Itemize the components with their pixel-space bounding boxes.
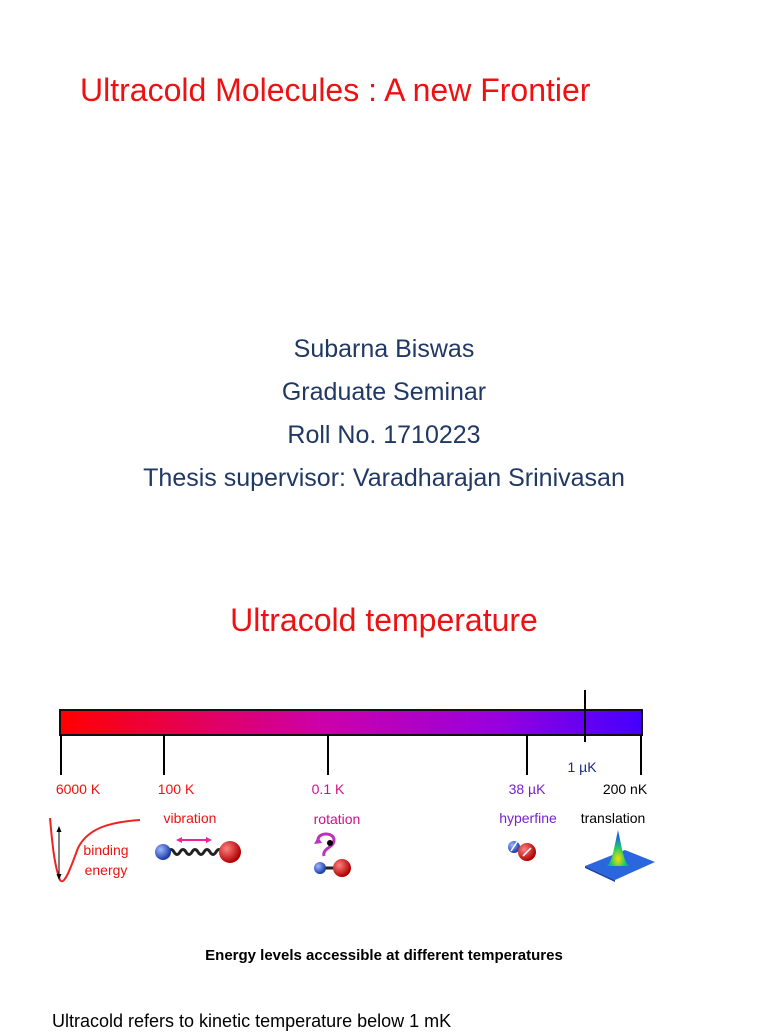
binding-energy-label-line2: energy [85,862,128,878]
seminar-label: Graduate Seminar [281,378,487,406]
vibration-molecule-icon [155,837,241,863]
translation-distribution-icon [585,830,655,882]
author-name: Subarna Biswas [293,335,475,363]
slide-title: Ultracold Molecules : A new Frontier [80,72,591,108]
figure-caption: Energy levels accessible at different te… [205,947,563,964]
hyperfine-label: hyperfine [499,810,557,826]
potential-well-icon [49,817,141,883]
tick-label-100k: 100 K [158,781,195,797]
vibration-label: vibration [164,810,217,826]
rotation-molecule-icon [314,832,351,877]
ultracold-definition-text: Ultracold refers to kinetic temperature … [52,1011,452,1031]
binding-energy-label-line1: binding [83,842,128,858]
thesis-supervisor: Thesis supervisor: Varadharajan Srinivas… [143,464,625,492]
author-block: Subarna Biswas Graduate Seminar Roll No.… [0,328,768,500]
tick-label-01k: 0.1 K [312,781,345,797]
tick-label-38uk: 38 µK [509,781,547,797]
rotation-label: rotation [314,811,361,827]
tick-label-6000k: 6000 K [56,781,101,797]
section-subtitle: Ultracold temperature [230,602,538,638]
tick-label-200nk: 200 nK [603,781,648,797]
translation-label: translation [581,810,646,826]
temperature-gradient-bar [59,709,643,736]
roll-number: Roll No. 1710223 [287,421,481,449]
temperature-scale-figure: 1 µK 6000 K 100 K 0.1 K 38 µK 200 nK bin… [49,690,655,883]
hyperfine-molecule-icon [508,841,536,861]
micro-kelvin-label: 1 µK [567,759,597,775]
